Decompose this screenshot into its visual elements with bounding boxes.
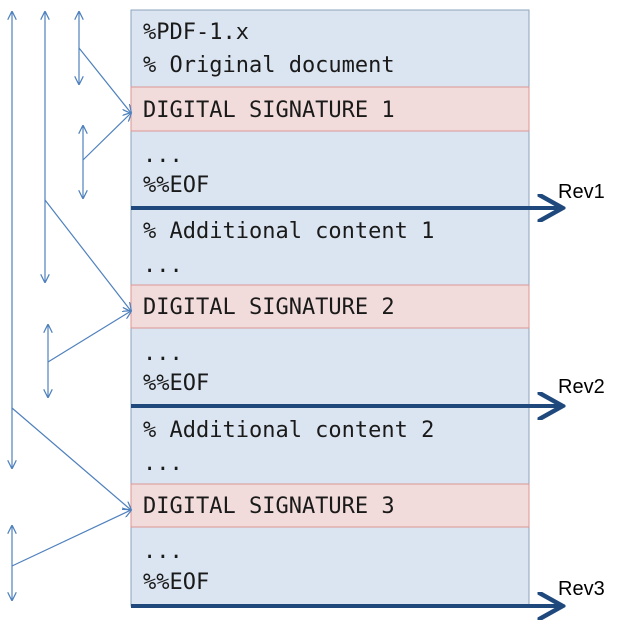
revision-marker-2: Rev2 (131, 376, 605, 406)
signature-block-1 (130, 86, 530, 132)
pointer-range-before-to-signature-3 (11, 407, 131, 510)
line-ellipsis: ... (143, 539, 183, 564)
pointer-range-after-to-signature-1 (82, 113, 131, 161)
pointer-range-after-to-signature-3 (11, 510, 131, 567)
line-additional-content-1: % Additional content 1 (143, 219, 434, 244)
pointer-range-before-to-signature-1 (78, 47, 131, 113)
signature-3-label: DIGITAL SIGNATURE 3 (143, 494, 395, 519)
revision-marker-1: Rev1 (131, 181, 605, 208)
signature-block-2 (130, 284, 530, 329)
revision-marker-3: Rev3 (131, 578, 605, 606)
byte-range-signature-1 (79, 12, 131, 198)
line-eof-3: %%EOF (143, 570, 209, 595)
line-eof-1: %%EOF (143, 173, 209, 198)
line-eof-2: %%EOF (143, 371, 209, 396)
line-ellipsis: ... (143, 451, 183, 476)
revision-label-3: Rev3 (558, 578, 605, 600)
line-original-document: % Original document (143, 53, 395, 78)
pointer-range-after-to-signature-2 (47, 311, 131, 363)
byte-range-signature-2 (45, 12, 131, 397)
line-ellipsis: ... (143, 143, 183, 168)
signature-1-label: DIGITAL SIGNATURE 1 (143, 98, 395, 123)
signature-2-label: DIGITAL SIGNATURE 2 (143, 295, 395, 320)
line-additional-content-2: % Additional content 2 (143, 418, 434, 443)
pointer-range-before-to-signature-2 (44, 199, 131, 311)
byte-range-signature-3 (12, 12, 131, 600)
line-ellipsis: ... (143, 341, 183, 366)
revision-label-2: Rev2 (558, 376, 605, 398)
line-ellipsis: ... (143, 253, 183, 278)
line-pdf-header: %PDF-1.x (143, 20, 249, 45)
signature-block-3 (130, 483, 530, 528)
revision-label-1: Rev1 (558, 181, 605, 203)
